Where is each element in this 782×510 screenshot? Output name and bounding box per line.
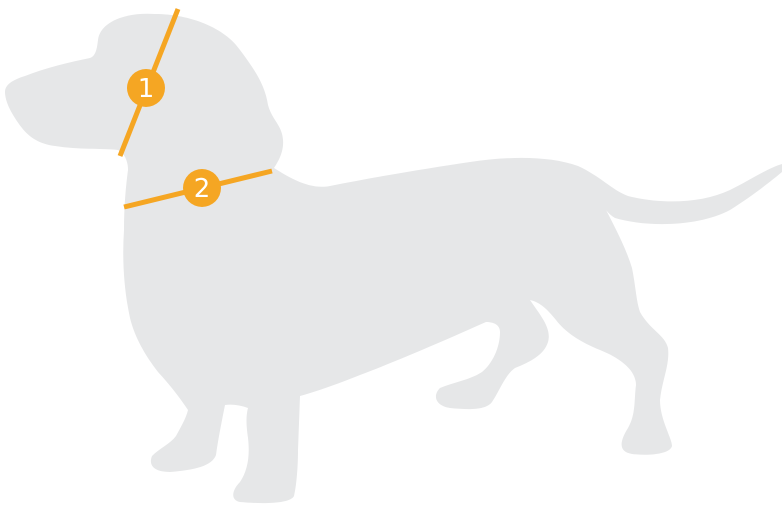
marker-2-label: 2 — [194, 174, 211, 204]
dog-body — [5, 14, 782, 503]
dog-silhouette — [5, 14, 782, 503]
marker-1-label: 1 — [138, 74, 155, 104]
